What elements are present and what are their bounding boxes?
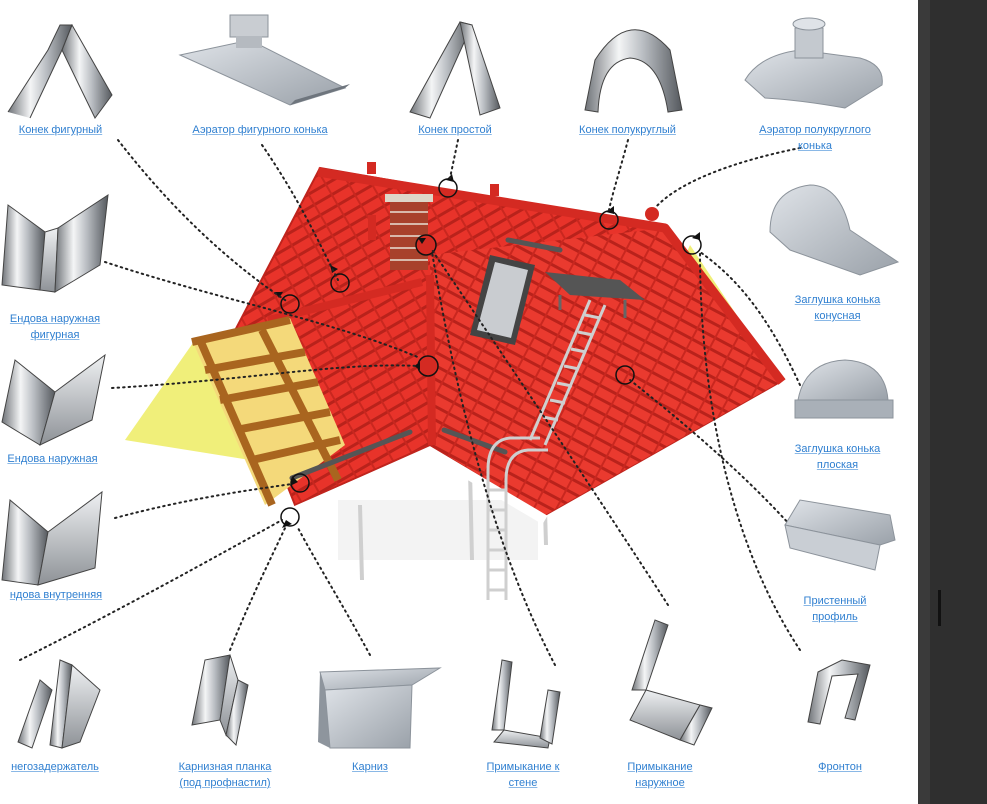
- roof-walkway: [545, 272, 645, 300]
- wall-ladder: [486, 436, 548, 600]
- label-line: Карниз: [352, 761, 388, 773]
- label-snegozaderzhatel: негозадержатель: [0, 759, 110, 775]
- snow-guards: [289, 237, 563, 481]
- label-zaglushka-konusnaya: Заглушка конька конусная: [770, 292, 905, 324]
- label-konek-prostoy: Конек простой: [395, 122, 515, 138]
- label-line: Конек полукруглый: [579, 124, 676, 136]
- label-line: Примыкание: [627, 761, 693, 773]
- label-primykanie-k-stene: Примыкание к стене: [468, 759, 578, 791]
- konek-polukrugly-icon: [584, 29, 683, 113]
- primykanie-naruzhnoe-icon: [629, 619, 713, 746]
- aerator-figurnogo-konka-icon: [178, 14, 350, 106]
- callout-markers: [280, 178, 702, 527]
- endova-naruzhnaya-figurnaya-icon: [1, 193, 109, 293]
- primykanie-k-stene-icon: [491, 659, 561, 749]
- house-illustration: [125, 162, 786, 600]
- label-line: Аэратор фигурного конька: [192, 124, 328, 136]
- label-line: Карнизная планка: [178, 761, 272, 773]
- label-endova-vnutrennyaya: ндова внутренняя: [0, 587, 112, 603]
- roof-ridge: [317, 167, 786, 385]
- roof-ladder: [528, 299, 607, 446]
- label-konek-figurny: Конек фигурный: [8, 122, 113, 138]
- dark-side-panel: [918, 0, 987, 804]
- pristenny-profil-icon: [784, 499, 896, 571]
- label-line: Ендова наружная: [9, 313, 101, 325]
- marker-arrows: [275, 174, 700, 528]
- label-line: Ендова наружная: [7, 453, 98, 465]
- label-line: стене: [508, 777, 538, 789]
- label-pristenny-profil: Пристенный профиль: [780, 593, 890, 625]
- label-line: негозадержатель: [11, 761, 99, 773]
- label-karniz: Карниз: [330, 759, 410, 775]
- label-primykanie-naruzhnoe: Примыкание наружное: [610, 759, 710, 791]
- label-aerator-polukruglogo-konka: Аэратор полукруглого конька: [735, 122, 895, 154]
- label-konek-polukrugly: Конек полукруглый: [555, 122, 700, 138]
- label-endova-naruzhnaya-figurnaya: Ендова наружная фигурная: [0, 311, 110, 343]
- roof-elements-diagram: Конек фигурный Аэратор фигурного конька …: [0, 0, 918, 804]
- label-aerator-figurnogo-konka: Аэратор фигурного конька: [170, 122, 350, 138]
- label-line: Конек фигурный: [18, 124, 103, 136]
- zaglushka-konusnaya-icon: [769, 184, 900, 276]
- label-line: наружное: [635, 777, 685, 789]
- karniz-icon: [318, 667, 442, 749]
- label-zaglushka-ploskaya: Заглушка конька плоская: [770, 441, 905, 473]
- label-line: конусная: [814, 310, 861, 322]
- label-karniznaya-planka: Карнизная планка (под профнастил): [160, 759, 290, 791]
- konek-figurny-icon: [7, 23, 113, 119]
- karniznaya-planka-icon: [191, 654, 249, 747]
- aerator-polukruglogo-konka-icon: [744, 17, 883, 109]
- panel-separator: [938, 590, 941, 626]
- label-line: (под профнастил): [179, 777, 271, 789]
- snegozaderzhatel-icon: [17, 659, 101, 749]
- panel-rail: [918, 0, 930, 804]
- leader-lines: [19, 139, 801, 666]
- label-line: профиль: [812, 611, 858, 623]
- endova-vnutrennyaya-icon: [1, 490, 103, 586]
- label-endova-naruzhnaya: Ендова наружная: [0, 451, 105, 467]
- label-line: фигурная: [30, 329, 80, 341]
- endova-naruzhnaya-icon: [1, 353, 106, 446]
- label-line: Примыкание к: [486, 761, 560, 773]
- konek-prostoy-icon: [409, 21, 501, 119]
- label-line: плоская: [816, 459, 859, 471]
- zaglushka-ploskaya-icon: [794, 359, 894, 419]
- label-line: Фронтон: [818, 761, 862, 773]
- fronton-icon: [807, 659, 871, 725]
- roof-right-slope: [430, 228, 780, 515]
- label-line: конька: [797, 140, 833, 152]
- label-line: Пристенный: [803, 595, 867, 607]
- label-line: Заглушка конька: [794, 294, 881, 306]
- label-line: Конек простой: [418, 124, 492, 136]
- diagram-canvas: [1, 14, 900, 749]
- label-line: ндова внутренняя: [9, 589, 103, 601]
- label-line: Заглушка конька: [794, 443, 881, 455]
- label-fronton: Фронтон: [790, 759, 890, 775]
- label-line: Аэратор полукруглого: [759, 124, 871, 136]
